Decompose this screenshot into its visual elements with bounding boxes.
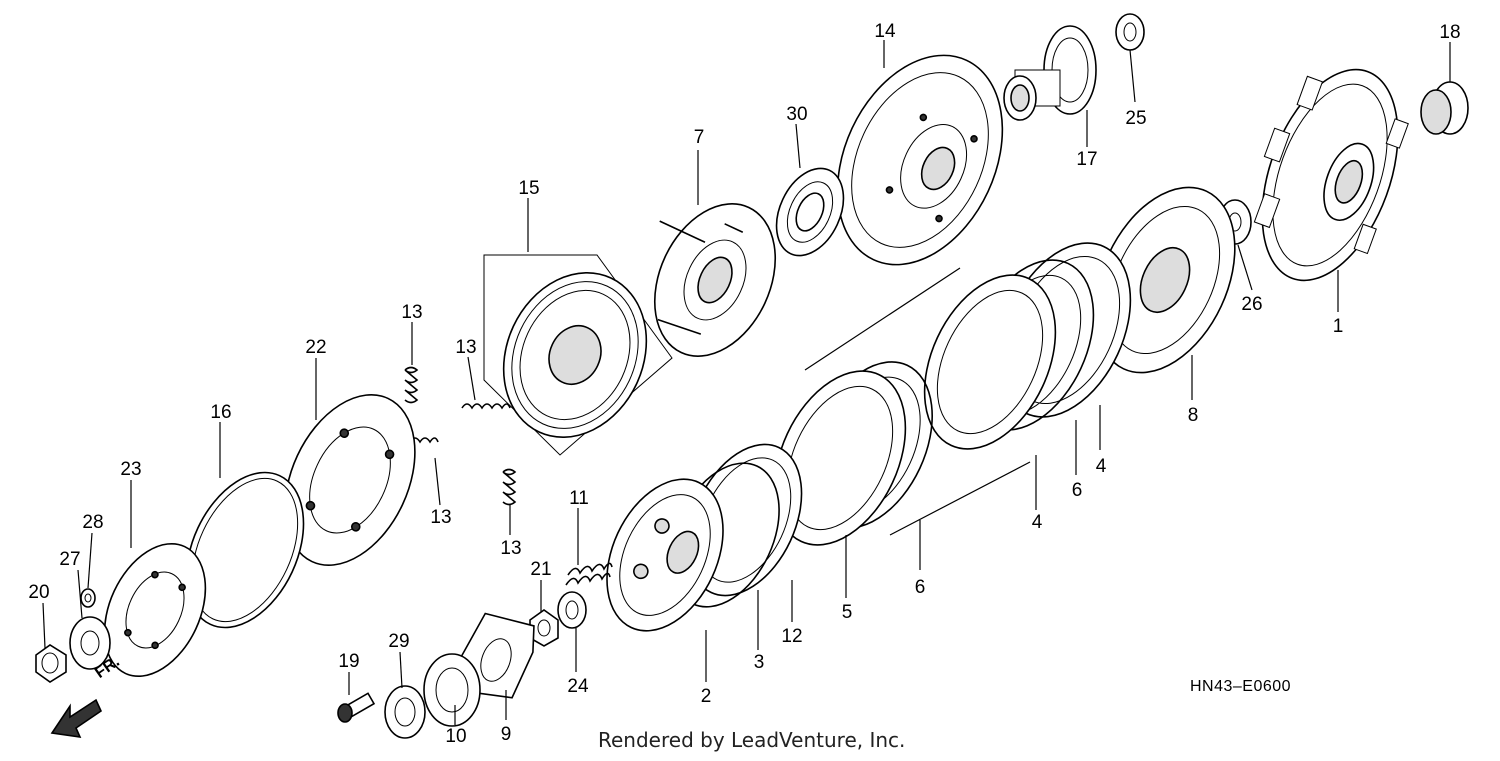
callout-29[interactable]: 29 [388,631,409,652]
callout-1[interactable]: 1 [1333,316,1344,337]
callout-12[interactable]: 12 [781,626,802,647]
part-spring-middle[interactable] [461,403,511,410]
callout-14[interactable]: 14 [874,21,896,42]
part-spring-upper[interactable] [404,366,419,404]
part-one-way-clutch[interactable] [763,158,856,267]
part-plate-23[interactable] [85,528,226,693]
callout-20[interactable]: 20 [28,582,49,603]
part-lifter-spring[interactable] [565,562,613,586]
callout-9[interactable]: 9 [501,724,512,745]
part-friction-disc-4-front[interactable] [899,254,1082,470]
part-cover-plate-22[interactable] [259,374,440,586]
callout-13-left[interactable]: 13 [430,507,451,528]
callout-2[interactable]: 2 [701,686,712,707]
part-spring-lower[interactable] [502,468,517,506]
part-bearing-10[interactable] [423,653,481,727]
callout-5[interactable]: 5 [842,602,853,623]
callout-6-front[interactable]: 6 [915,577,926,598]
part-lock-nut-20[interactable] [35,644,67,683]
callout-6-rear[interactable]: 6 [1072,480,1083,501]
front-direction-arrow-icon [50,698,103,738]
callout-8[interactable]: 8 [1188,405,1199,426]
callout-13-upper[interactable]: 13 [401,302,422,323]
part-pressure-plate[interactable] [1067,165,1262,395]
callout-17[interactable]: 17 [1076,149,1097,170]
part-friction-disc-5[interactable] [749,350,932,566]
callout-23[interactable]: 23 [120,459,141,480]
callout-13-lower[interactable]: 13 [500,538,521,559]
part-washer-27[interactable] [69,616,111,670]
callout-15[interactable]: 15 [518,178,539,199]
part-clutch-outer[interactable] [1228,48,1425,299]
part-bolt-19[interactable] [337,692,376,723]
diagram-code: HN43–E0600 [1190,678,1292,695]
callout-10[interactable]: 10 [445,726,466,747]
part-washer-28[interactable] [80,588,96,608]
callout-18[interactable]: 18 [1439,22,1460,43]
callout-30[interactable]: 30 [786,104,807,125]
part-bearing-29[interactable] [384,685,426,739]
part-plate-9[interactable] [450,606,541,708]
callout-26[interactable]: 26 [1241,294,1262,315]
part-nut-21[interactable] [529,609,559,647]
callout-4-front[interactable]: 4 [1032,512,1043,533]
callout-21[interactable]: 21 [530,559,551,580]
callout-22[interactable]: 22 [305,337,326,358]
part-clutch-weight-set[interactable] [477,249,673,461]
callout-labels: 1 2 3 4 4 5 6 6 7 8 9 10 11 12 13 13 13 … [28,21,1460,747]
callout-16[interactable]: 16 [210,402,231,423]
part-gasket-16[interactable] [163,454,327,647]
callout-3[interactable]: 3 [754,652,765,673]
callout-7[interactable]: 7 [694,127,705,148]
callout-11[interactable]: 11 [569,488,589,509]
part-collar[interactable] [1420,81,1469,135]
part-washer-24[interactable] [557,591,587,629]
leader-lines [42,40,1451,725]
callout-19[interactable]: 19 [338,651,359,672]
part-clutch-drum[interactable] [806,29,1035,292]
callout-27[interactable]: 27 [59,549,80,570]
callout-28[interactable]: 28 [82,512,103,533]
render-credit: Rendered by LeadVenture, Inc. [598,728,906,752]
part-drive-plate[interactable] [613,176,798,376]
callout-25[interactable]: 25 [1125,108,1146,129]
callout-4-rear[interactable]: 4 [1096,456,1107,477]
part-lifter-plate[interactable] [584,461,746,650]
part-drive-gear[interactable] [1003,25,1097,121]
callout-13-middle[interactable]: 13 [455,337,476,358]
part-washer-25[interactable] [1115,13,1145,51]
callout-24[interactable]: 24 [567,676,589,697]
